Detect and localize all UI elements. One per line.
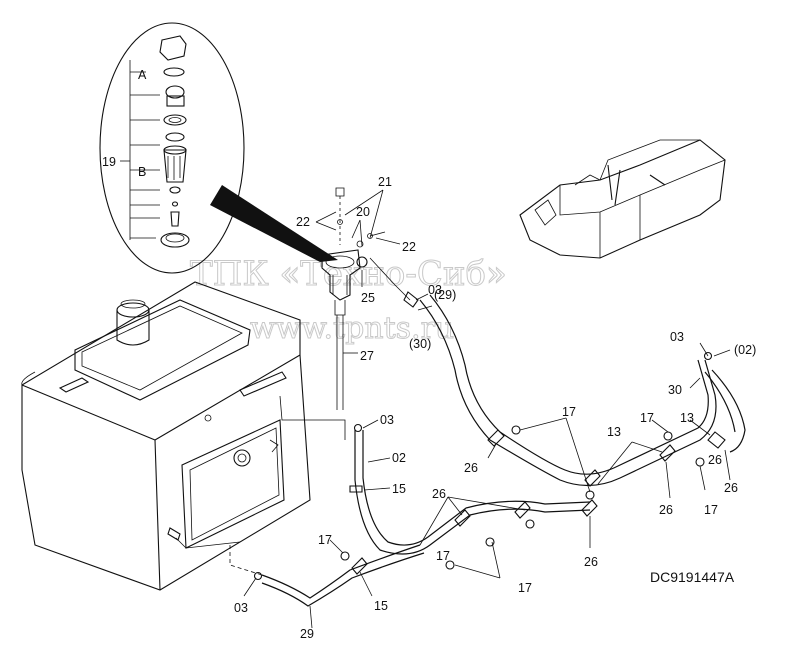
fuel-hoses: [253, 294, 746, 607]
fuel-tank: [21, 281, 346, 591]
leader-lines: [243, 189, 731, 629]
callout-03-mid: 03: [380, 413, 394, 427]
filter-detail-circle: [99, 22, 338, 274]
excavator-icon: [519, 139, 726, 259]
callout-03-right: 03: [670, 330, 684, 344]
callout-13-a: 13: [607, 425, 621, 439]
callout-26-a: 26: [464, 461, 478, 475]
callout-17-d: 17: [640, 411, 654, 425]
callout-17-a: 17: [562, 405, 576, 419]
callout-22-left: 22: [296, 215, 310, 229]
callout-26-e: 26: [724, 481, 738, 495]
callout-13-b: 13: [680, 411, 694, 425]
callout-B: B: [138, 165, 146, 179]
diagram-code: DC9191447A: [650, 569, 735, 585]
callout-20: 20: [356, 205, 370, 219]
callout-02: 02: [392, 451, 406, 465]
callout-26-d: 26: [659, 503, 673, 517]
fuel-filter-assembly: [321, 187, 419, 410]
callout-30: 30: [668, 383, 682, 397]
callout-30-paren: (30): [409, 337, 431, 351]
callout-26-f: 26: [708, 453, 722, 467]
callout-21: 21: [378, 175, 392, 189]
callout-29-paren: (29): [434, 288, 456, 302]
callout-25: 25: [361, 291, 375, 305]
watermark-line2: www.tpnts.ru: [250, 311, 454, 346]
callout-17-c: 17: [518, 581, 532, 595]
callout-02-paren: (02): [734, 343, 756, 357]
watermark-line1: ТПК «Техно-Сиб»: [190, 254, 507, 294]
callout-15-mid: 15: [392, 482, 406, 496]
callout-26-c: 26: [584, 555, 598, 569]
callout-26-b: 26: [432, 487, 446, 501]
callout-03-bottom: 03: [234, 601, 248, 615]
callout-29: 29: [300, 627, 314, 641]
callout-03-top: 03: [428, 283, 442, 297]
callout-17-e: 17: [704, 503, 718, 517]
callout-labels: A B 19 21 22 20 22 03 25 (29) (30) 27 03…: [102, 68, 756, 641]
callout-17-f: 17: [436, 549, 450, 563]
callout-15-bottom: 15: [374, 599, 388, 613]
callout-17-b: 17: [318, 533, 332, 547]
callout-A: A: [138, 68, 147, 82]
callout-27: 27: [360, 349, 374, 363]
callout-22-right: 22: [402, 240, 416, 254]
callout-19: 19: [102, 155, 116, 169]
